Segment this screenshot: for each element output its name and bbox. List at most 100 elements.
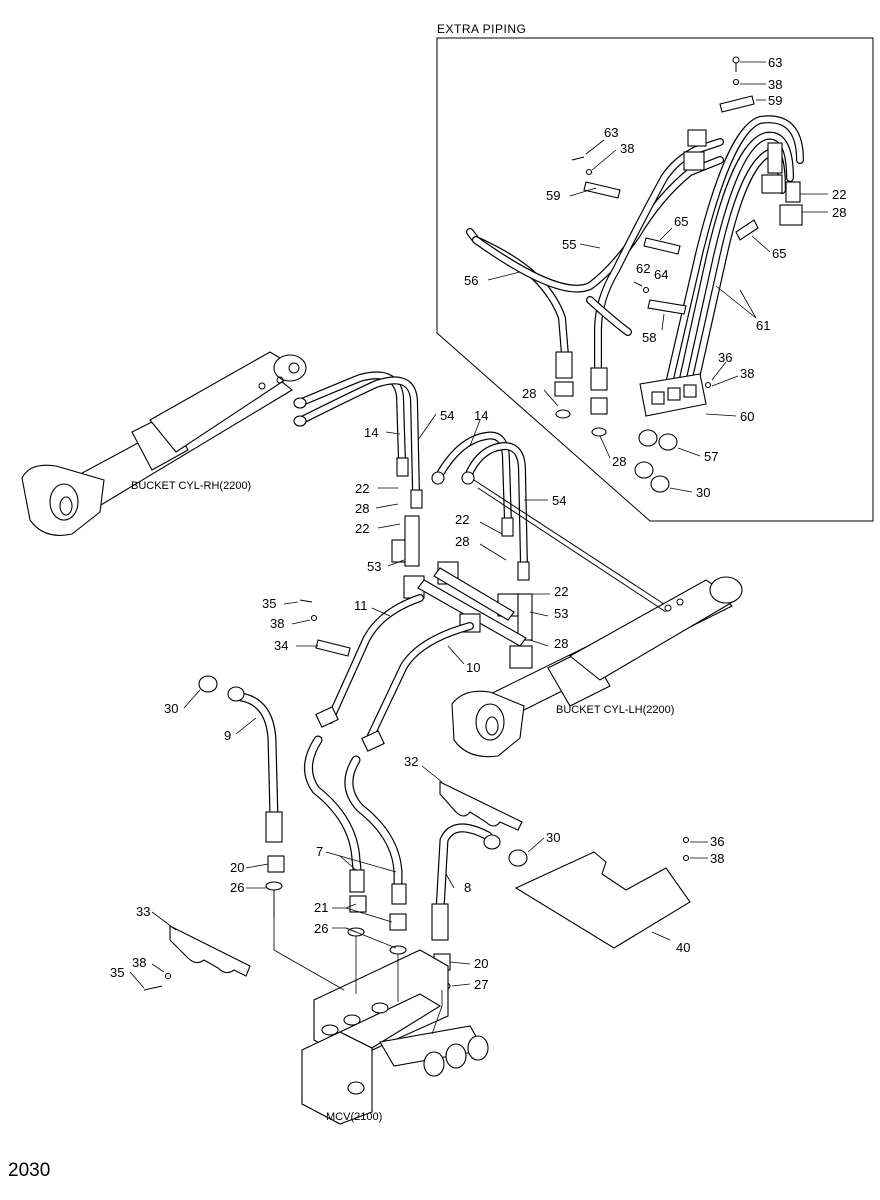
- clamp-32: [439, 781, 523, 831]
- part-label: 28: [355, 501, 369, 516]
- part-label: 38: [620, 141, 634, 156]
- part-label: 62: [636, 261, 650, 276]
- inset-fitting: [785, 181, 801, 203]
- inset-leaders: [487, 61, 828, 493]
- part-label: 36: [710, 834, 724, 849]
- inset-part-number-labels: 63 38 59 63 38 59 22 28 65 65 55 56 62 6…: [464, 55, 846, 500]
- part-label: 63: [768, 55, 782, 70]
- bolt-35: [143, 985, 163, 991]
- inset-washer: [732, 78, 740, 86]
- inset-bolt-head: [732, 56, 740, 64]
- hoses-14-54-lh: [431, 431, 667, 613]
- inset-o-ring: [555, 409, 571, 419]
- part-label: 34: [274, 638, 288, 653]
- washer-38: [310, 614, 318, 622]
- inset-block: [687, 129, 707, 147]
- part-label: 27: [474, 977, 488, 992]
- part-label: 26: [230, 880, 244, 895]
- part-label: 36: [718, 350, 732, 365]
- washer-38: [164, 972, 172, 980]
- part-label: 59: [546, 188, 560, 203]
- bolt-35: [299, 599, 313, 603]
- hoses-14-54-rh: [293, 371, 423, 509]
- part-label: 14: [364, 425, 378, 440]
- part-label: 35: [110, 965, 124, 980]
- inset-block: [779, 204, 803, 226]
- part-label: 60: [740, 409, 754, 424]
- part-label: 56: [464, 273, 478, 288]
- part-label: 54: [552, 493, 566, 508]
- inset-connector: [554, 381, 574, 397]
- inset-fitting: [767, 142, 783, 174]
- inset-fitting: [555, 351, 573, 379]
- bolt-36: [682, 836, 690, 844]
- part-label: 22: [355, 481, 369, 496]
- part-label: 8: [464, 880, 471, 895]
- inset-clamp-65: [643, 237, 681, 255]
- part-label: 20: [474, 956, 488, 971]
- part-label: 65: [772, 246, 786, 261]
- part-label: 59: [768, 93, 782, 108]
- inset-o-ring: [591, 427, 607, 437]
- washer-38: [682, 854, 690, 862]
- part-label: 38: [740, 366, 754, 381]
- part-label: 55: [562, 237, 576, 252]
- part-label: 22: [455, 512, 469, 527]
- part-label: 53: [554, 606, 568, 621]
- part-label: 26: [314, 921, 328, 936]
- inset-washer: [585, 168, 593, 176]
- part-label: 33: [136, 904, 150, 919]
- part-label: 61: [756, 318, 770, 333]
- mcv-caption: MCV(2100): [326, 1111, 382, 1123]
- inset-clamp-65: [735, 219, 759, 241]
- part-label: 30: [546, 830, 560, 845]
- clamp-33: [169, 925, 251, 977]
- part-label: 63: [604, 125, 618, 140]
- inset-coupler: [683, 384, 697, 398]
- bucket-cyl-rh-caption: BUCKET CYL-RH(2200): [131, 480, 251, 492]
- part-label: 38: [270, 616, 284, 631]
- part-label: 65: [674, 214, 688, 229]
- part-label: 54: [440, 408, 454, 423]
- inset-block: [761, 174, 783, 194]
- inset-frame: [436, 37, 874, 522]
- inset-cap-30: [650, 475, 670, 493]
- part-label: 28: [832, 205, 846, 220]
- pipes-10-11: [315, 594, 474, 752]
- inset-washer: [704, 381, 712, 389]
- part-label: 32: [404, 754, 418, 769]
- plate-40: [514, 851, 691, 949]
- extra-piping-inset: EXTRA PIPING: [436, 22, 874, 522]
- part-label: 28: [554, 636, 568, 651]
- part-label: 64: [654, 267, 668, 282]
- valve-blocks-53: [391, 515, 533, 669]
- inset-fitting: [590, 367, 608, 391]
- part-label: 38: [768, 77, 782, 92]
- part-label: 22: [554, 584, 568, 599]
- inset-cap-30: [634, 461, 654, 479]
- part-label: 38: [710, 851, 724, 866]
- part-label: 10: [466, 660, 480, 675]
- part-label: 28: [455, 534, 469, 549]
- inset-coupler-57: [638, 429, 658, 447]
- leader-lines: [129, 413, 708, 1035]
- inset-coupler-57: [658, 433, 678, 451]
- inset-pipe-56: [466, 156, 724, 359]
- part-label: 20: [230, 860, 244, 875]
- part-label: 35: [262, 596, 276, 611]
- part-label: 11: [354, 598, 368, 613]
- inset-pipe-55: [586, 138, 724, 374]
- inset-bolt: [633, 281, 643, 287]
- inset-block: [683, 151, 705, 171]
- page-number: 2030: [8, 1160, 50, 1181]
- part-label: 9: [224, 728, 231, 743]
- inset-title: EXTRA PIPING: [437, 22, 526, 36]
- part-label: 30: [164, 701, 178, 716]
- part-label: 28: [522, 386, 536, 401]
- inset-bolt: [571, 156, 585, 161]
- clamp-34: [315, 639, 351, 657]
- part-label: 30: [696, 485, 710, 500]
- part-label: 58: [642, 330, 656, 345]
